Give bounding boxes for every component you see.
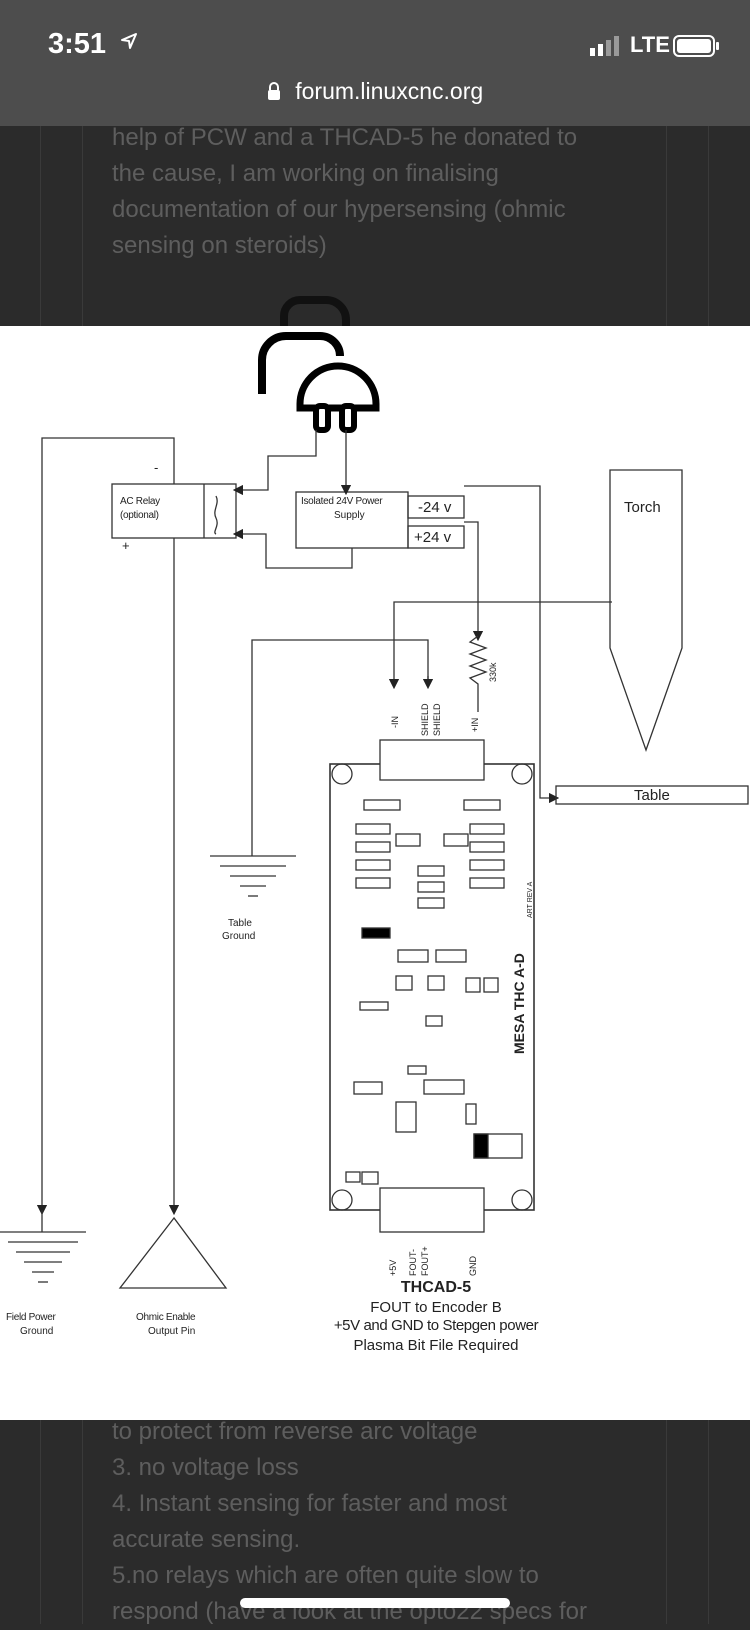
post-line: documentation of our hypersensing (ohmic <box>112 196 566 223</box>
caption-line-3: Plasma Bit File Required <box>353 1337 518 1354</box>
board-brand: MESA THC A-D <box>511 953 527 1054</box>
post-line: the cause, I am working on finalising <box>112 160 499 187</box>
table-ground-label-2: Ground <box>222 931 255 942</box>
resistor-label: 330k <box>488 662 498 682</box>
battery-icon <box>673 35 719 57</box>
pin-fout-plus: FOUT+ <box>420 1246 430 1276</box>
relay-label-1: AC Relay <box>120 496 160 507</box>
caption-line-1: FOUT to Encoder B <box>370 1299 501 1316</box>
pin-5v: +5V <box>388 1260 398 1276</box>
output-pin-triangle <box>118 1216 228 1289</box>
ohmic-label-1: Ohmic Enable <box>136 1312 196 1323</box>
table-ground-label-1: Table <box>228 918 252 929</box>
ohmic-label-2: Output Pin <box>148 1326 195 1337</box>
torch-shape <box>609 469 683 752</box>
clock: 3:51 <box>48 28 107 60</box>
pin-shield-1: SHIELD <box>420 703 430 736</box>
post-line: 5.no relays which are often quite slow t… <box>112 1562 539 1589</box>
relay-minus: - <box>154 460 158 475</box>
psu-label-1: Isolated 24V Power <box>301 496 383 507</box>
post-line: accurate sensing. <box>112 1526 301 1553</box>
power-plug-icon <box>258 332 380 433</box>
field-ground-label-1: Field Power <box>6 1312 56 1323</box>
field-ground-symbol <box>0 1210 86 1283</box>
post-line: 4. Instant sensing for faster and most <box>112 1490 507 1517</box>
post-line: sensing on steroids) <box>112 232 327 259</box>
url-text: forum.linuxcnc.org <box>295 78 484 104</box>
post-line: help of PCW and a THCAD-5 he donated to <box>112 124 578 151</box>
relay-plus: + <box>122 538 130 553</box>
field-ground-label-2: Ground <box>20 1326 53 1337</box>
neg24-label: -24 v <box>418 499 452 516</box>
location-arrow-icon <box>121 33 137 49</box>
status-bar: 3:51 LTE forum.linuxcnc.org <box>0 0 750 126</box>
caption-line-2: +5V and GND to Stepgen power <box>334 1317 539 1334</box>
pin-shield-2: SHIELD <box>432 703 442 736</box>
post-text-top: help of PCW and a THCAD-5 he donated to … <box>112 120 672 264</box>
plug-shadow-icon <box>280 296 350 328</box>
psu-label-2: Supply <box>334 510 365 521</box>
home-indicator[interactable] <box>240 1598 510 1608</box>
relay-label-2: (optional) <box>120 510 159 521</box>
lock-icon <box>267 82 280 100</box>
pin-pos-in: +IN <box>470 718 480 732</box>
pin-neg-in: -IN <box>390 716 400 728</box>
address-bar[interactable]: forum.linuxcnc.org <box>0 78 750 105</box>
torch-label: Torch <box>624 499 661 516</box>
pin-gnd: GND <box>468 1256 478 1277</box>
cellular-signal-icon <box>590 36 619 56</box>
neg24-terminal <box>407 495 465 519</box>
post-text-bottom: to protect from reverse arc voltage 3. n… <box>112 1414 712 1630</box>
table-box <box>555 785 749 805</box>
pin-fout-minus: FOUT- <box>408 1249 418 1276</box>
caption-title: THCAD-5 <box>401 1279 471 1296</box>
table-label: Table <box>634 787 670 804</box>
post-line: to protect from reverse arc voltage <box>112 1418 478 1445</box>
pos24-terminal <box>407 525 465 549</box>
board-rev: ART REV A <box>527 881 534 918</box>
table-ground-symbol <box>210 855 296 897</box>
wiring-diagram-image[interactable]: AC Relay (optional) - + Isolated 24V Pow… <box>0 326 750 1420</box>
pos24-label: +24 v <box>414 529 452 546</box>
post-line: 3. no voltage loss <box>112 1454 299 1481</box>
network-type: LTE <box>630 32 670 57</box>
